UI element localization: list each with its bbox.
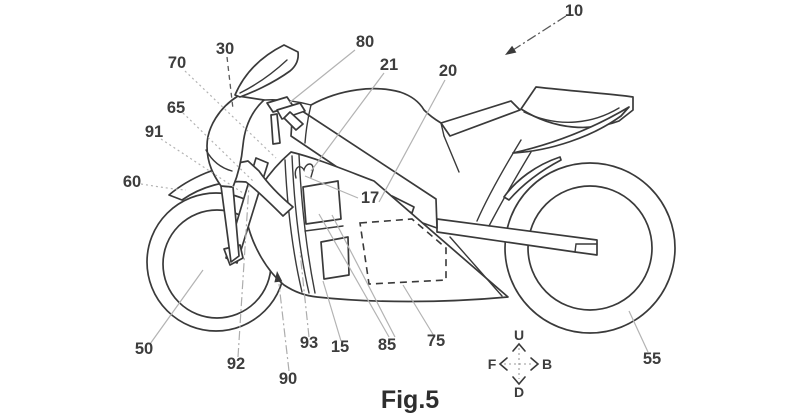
tail-cowl <box>503 86 634 201</box>
figure-caption: Fig.5 <box>381 386 439 414</box>
ref-label-10: 10 <box>565 2 583 20</box>
windscreen <box>234 44 300 98</box>
ref-label-30: 30 <box>216 40 234 58</box>
direction-up-label: U <box>514 327 524 343</box>
ref-label-65: 65 <box>167 99 185 117</box>
ref-label-50: 50 <box>135 340 153 358</box>
reference-numerals: 10 30 80 70 21 20 65 91 60 17 50 92 90 9… <box>123 2 661 388</box>
ref-label-70: 70 <box>168 54 186 72</box>
direction-front-label: F <box>488 356 497 372</box>
ref-label-85: 85 <box>378 336 396 354</box>
direction-back-label: B <box>542 356 552 372</box>
swingarm <box>436 218 598 256</box>
ref-label-92: 92 <box>227 355 245 373</box>
direction-indicator: U D F B <box>488 327 552 400</box>
ref-label-91: 91 <box>145 123 163 141</box>
overall-arrow <box>505 45 517 55</box>
ref-label-21: 21 <box>380 56 398 74</box>
ref-label-20: 20 <box>439 62 457 80</box>
arrow-left-icon <box>498 357 508 371</box>
handlebar-assembly <box>266 96 306 145</box>
seat <box>440 100 521 137</box>
ref-label-80: 80 <box>356 33 374 51</box>
ref-label-17: 17 <box>361 189 379 207</box>
leader-lines <box>140 15 649 372</box>
ref-label-15: 15 <box>331 338 349 356</box>
motorcycle-drawing <box>146 44 676 334</box>
wire-clip-detail <box>294 163 314 179</box>
dashed-access-panel <box>359 218 447 285</box>
ref-label-93: 93 <box>300 334 318 352</box>
ref-label-60: 60 <box>123 173 141 191</box>
ref-label-75: 75 <box>427 332 445 350</box>
arrow-down-icon <box>512 376 526 386</box>
fairing-arrow <box>274 271 283 283</box>
arrow-right-icon <box>530 357 540 371</box>
front-cowl <box>205 95 265 263</box>
fairing-louvers <box>302 180 350 280</box>
side-fairing <box>246 151 509 303</box>
arrow-up-icon <box>512 342 526 352</box>
ref-label-55: 55 <box>643 350 661 368</box>
direction-down-label: D <box>514 384 524 400</box>
ref-label-90: 90 <box>279 370 297 388</box>
